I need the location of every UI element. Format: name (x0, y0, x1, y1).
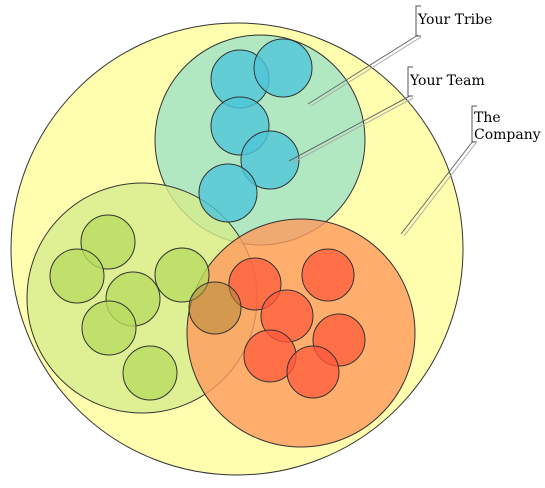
member-circle (198, 163, 258, 223)
label-the-company-line1: The (474, 110, 501, 126)
bracket-team (407, 66, 413, 97)
member-circle (154, 247, 210, 303)
member-circle (228, 257, 282, 311)
member-circle (49, 248, 105, 304)
member-circle (301, 248, 355, 302)
team-members-orange (228, 248, 366, 399)
member-circle-shared (188, 281, 242, 335)
member-circle (286, 345, 340, 399)
team-members-lime (49, 214, 210, 401)
label-your-team: Your Team (409, 73, 485, 89)
member-circle (240, 130, 300, 190)
bracket-company (471, 105, 477, 143)
bracket-tribe (415, 5, 421, 37)
member-circle (81, 300, 137, 356)
leader-company (400, 140, 477, 237)
leader-team (288, 95, 414, 164)
label-the-company-line2: Company (474, 127, 541, 143)
leader-tribe (307, 34, 422, 107)
member-circle (253, 38, 313, 98)
label-your-tribe: Your Tribe (417, 12, 492, 28)
member-circle (122, 345, 178, 401)
team-members-teal (198, 38, 313, 223)
